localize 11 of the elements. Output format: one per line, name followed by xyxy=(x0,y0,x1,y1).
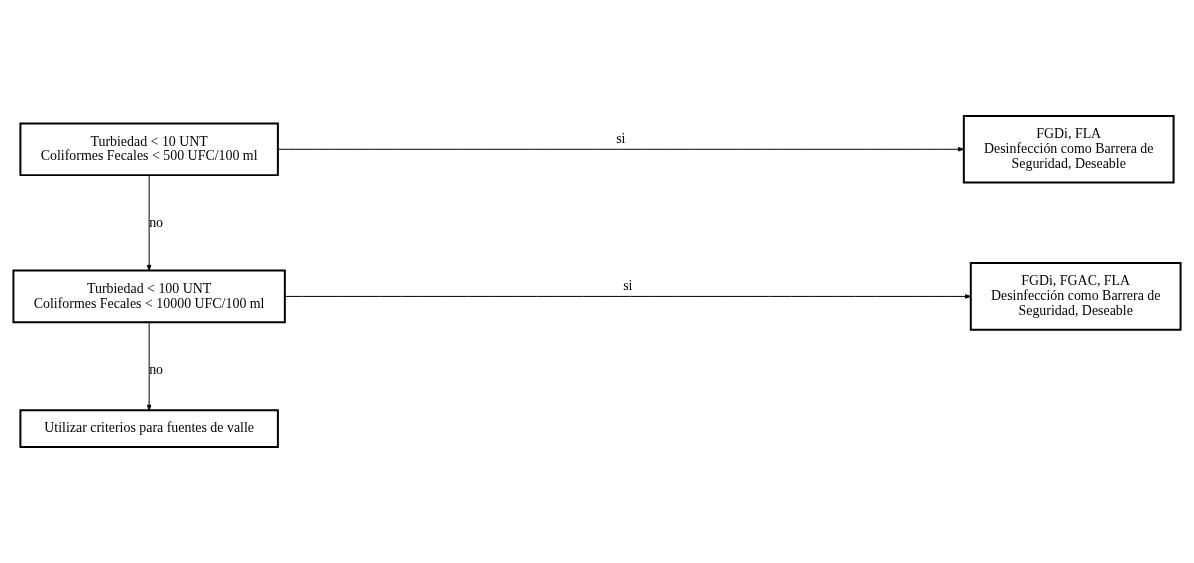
arrow xyxy=(277,147,965,152)
node-box: Turbiedad < 10 UNT Coliformes Fecales < 500 UFC/100 ml xyxy=(19,122,279,177)
node-box: Utilizar criterios para fuentes de valle xyxy=(19,409,279,448)
node-box: FGDi, FGAC, FLA Desinfección como Barrera de Seguridad, Deseable xyxy=(969,262,1182,331)
arrow xyxy=(284,294,972,299)
arrow xyxy=(146,174,152,271)
node-box: FGDi, FLA Desinfección como Barrera de Seguridad, Deseable xyxy=(962,115,1175,184)
edge-label: si xyxy=(623,277,633,293)
arrow xyxy=(146,322,152,411)
node-box: Turbiedad < 100 UNT Coliformes Fecales < 10000 UFC/100 ml xyxy=(12,269,286,324)
edge-label: si xyxy=(616,130,626,146)
